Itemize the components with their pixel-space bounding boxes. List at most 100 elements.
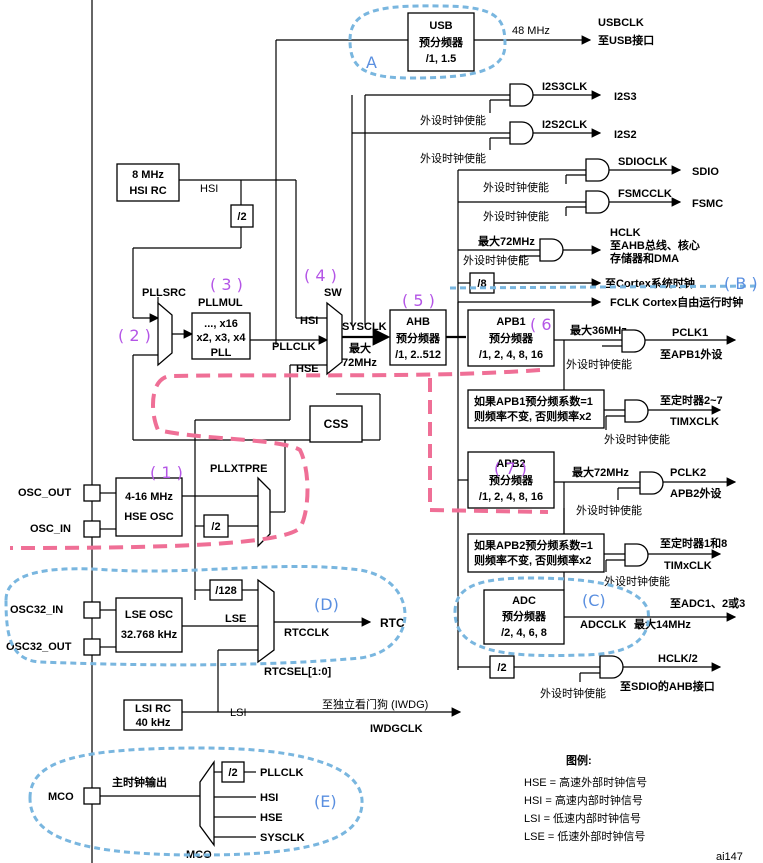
adcclk-label: ADCCLK <box>580 619 626 631</box>
apb2-enable-label: 外设时钟使能 <box>576 503 642 517</box>
adc-dest: 至ADC1、2或3 <box>670 596 745 610</box>
annotation-apb-region <box>428 378 549 514</box>
sdioclk-label: SDIOCLK <box>618 156 668 168</box>
i2s3clk-label: I2S3CLK <box>542 81 587 93</box>
pllxtpre-label: PLLXTPRE <box>210 463 267 475</box>
fsmc-enable-label: 外设时钟使能 <box>483 209 549 223</box>
svg-text:如果APB1预分频系数=1: 如果APB1预分频系数=1 <box>474 394 593 408</box>
sysclk-max1: 最大 <box>349 341 371 355</box>
hclk2-gate <box>599 655 624 679</box>
svg-text:/1, 2, 4, 8, 16: /1, 2, 4, 8, 16 <box>479 349 543 361</box>
tim1-gate <box>624 399 649 423</box>
svg-text:LSI = 低速内部时钟信号: LSI = 低速内部时钟信号 <box>524 811 641 825</box>
tim2-clk-label: TIMxCLK <box>664 560 712 572</box>
tim2-dest: 至定时器1和8 <box>660 536 727 550</box>
osc32-out-label: OSC32_OUT <box>6 641 72 653</box>
usb-interface-label: 至USB接口 <box>598 33 654 47</box>
svg-text:/128: /128 <box>215 585 236 597</box>
sdio-label: SDIO <box>692 166 719 178</box>
apb1-max-label: 最大36MHz <box>570 323 627 337</box>
svg-text:/1, 1.5: /1, 1.5 <box>426 53 457 65</box>
iwdgclk-label: IWDGCLK <box>370 723 423 735</box>
sw-hse-label: HSE <box>296 363 319 375</box>
sysclk-label: SYSCLK <box>342 321 387 333</box>
apb1-enable-label: 外设时钟使能 <box>566 357 632 371</box>
hse-osc-box <box>115 477 183 537</box>
sw-mux <box>326 301 343 376</box>
usb-freq: 48 MHz <box>512 25 550 37</box>
hclk-label: HCLK <box>610 227 641 239</box>
annotation-e-outline <box>28 746 364 857</box>
hclk2-dest: 至SDIO的AHB接口 <box>620 679 715 693</box>
sw-hsi-label: HSI <box>300 315 318 327</box>
label-4: ( 4 ) <box>304 266 337 285</box>
osc32-in-label: OSC32_IN <box>10 604 63 616</box>
pllsrc-mux <box>157 301 173 367</box>
pllsrc-label: PLLSRC <box>142 287 186 299</box>
svg-text:APB1: APB1 <box>496 316 525 328</box>
svg-text:预分频器: 预分频器 <box>502 609 547 623</box>
svg-text:4-16 MHz: 4-16 MHz <box>125 491 173 503</box>
i2s2-label: I2S2 <box>614 129 637 141</box>
pclk1-gate <box>621 329 646 353</box>
hclk-dest1: 至AHB总线、核心 <box>610 238 700 252</box>
svg-text:APB2: APB2 <box>496 458 525 470</box>
svg-text:/2: /2 <box>211 521 220 533</box>
apb1-dest: 至APB1外设 <box>660 347 723 361</box>
hsi-rc-box <box>116 163 180 202</box>
i2s3-label: I2S3 <box>614 91 637 103</box>
fclk-label: FCLK Cortex自由运行时钟 <box>610 295 743 309</box>
pclk1-label: PCLK1 <box>672 327 708 339</box>
svg-text:..., x16: ..., x16 <box>204 318 238 330</box>
rtcclk-label: RTCCLK <box>284 627 329 639</box>
svg-text:PLL: PLL <box>211 347 232 359</box>
adc-max-label: 最大14MHz <box>634 617 691 631</box>
mco-sysclk-label: SYSCLK <box>260 832 305 844</box>
tim2-gate <box>624 543 649 567</box>
apb2-max-label: 最大72MHz <box>572 465 629 479</box>
hsi-label: HSI <box>200 183 218 195</box>
lsi-rc-box <box>123 699 183 731</box>
svg-text:/2: /2 <box>497 662 506 674</box>
hclk-dest2: 存储器和DMA <box>610 251 679 265</box>
hsi-div2 <box>230 204 254 228</box>
annotation-d: (D) <box>314 595 339 614</box>
pllmul-label: PLLMUL <box>198 297 243 309</box>
i2s2-gate <box>509 121 534 145</box>
label-1: ( 1 ) <box>150 463 183 482</box>
hclk-max-label: 最大72MHz <box>478 234 535 248</box>
adc-prescaler <box>483 589 565 645</box>
svg-text:预分频器: 预分频器 <box>489 331 534 345</box>
svg-text:/1, 2..512: /1, 2..512 <box>395 349 441 361</box>
svg-text:则频率不变, 否则频率x2: 则频率不变, 否则频率x2 <box>474 409 591 423</box>
svg-text:/2: /2 <box>237 211 246 223</box>
tim1-rule-box <box>467 389 605 429</box>
svg-text:CSS: CSS <box>324 417 349 431</box>
usbclk-label: USBCLK <box>598 17 644 29</box>
osc-out-pin <box>83 484 101 502</box>
svg-text:32.768 kHz: 32.768 kHz <box>121 629 178 641</box>
svg-text:LSE = 低速外部时钟信号: LSE = 低速外部时钟信号 <box>524 829 645 843</box>
svg-text:LSI RC: LSI RC <box>135 703 171 715</box>
svg-text:预分频器: 预分频器 <box>489 473 534 487</box>
sdio-enable-label: 外设时钟使能 <box>483 180 549 194</box>
css-box <box>309 405 363 443</box>
i2s2clk-label: I2S2CLK <box>542 119 587 131</box>
svg-text:HSE = 高速外部时钟信号: HSE = 高速外部时钟信号 <box>524 775 647 789</box>
svg-text:LSE OSC: LSE OSC <box>125 609 173 621</box>
svg-text:/1, 2, 4, 8, 16: /1, 2, 4, 8, 16 <box>479 491 543 503</box>
figure-id: ai147 <box>716 851 743 863</box>
i2s3-gate <box>509 83 534 107</box>
rtcsel-label: RTCSEL[1:0] <box>264 666 332 678</box>
fsmcclk-label: FSMCCLK <box>618 188 672 200</box>
lse-label: LSE <box>225 613 246 625</box>
mco-mux <box>199 759 215 847</box>
label-3: ( 3 ) <box>210 275 243 294</box>
sdio-gate <box>585 158 610 182</box>
mco-pin-label: MCO <box>48 791 74 803</box>
annotation-c: (C) <box>582 591 606 610</box>
tim1-enable-label: 外设时钟使能 <box>604 432 670 446</box>
iwdg-label: 至独立看门狗 (IWDG) <box>322 697 428 711</box>
fsmc-label: FSMC <box>692 198 723 210</box>
